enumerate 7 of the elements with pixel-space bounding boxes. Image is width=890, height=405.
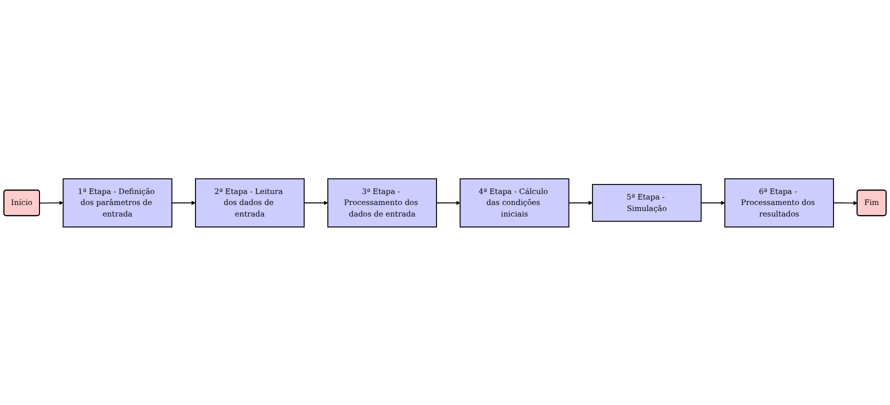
arrow [833,200,858,205]
arrow [568,200,593,205]
arrow [700,200,725,205]
arrow [304,200,328,205]
arrow [171,200,196,205]
arrow [39,200,64,205]
arrow [436,200,460,205]
